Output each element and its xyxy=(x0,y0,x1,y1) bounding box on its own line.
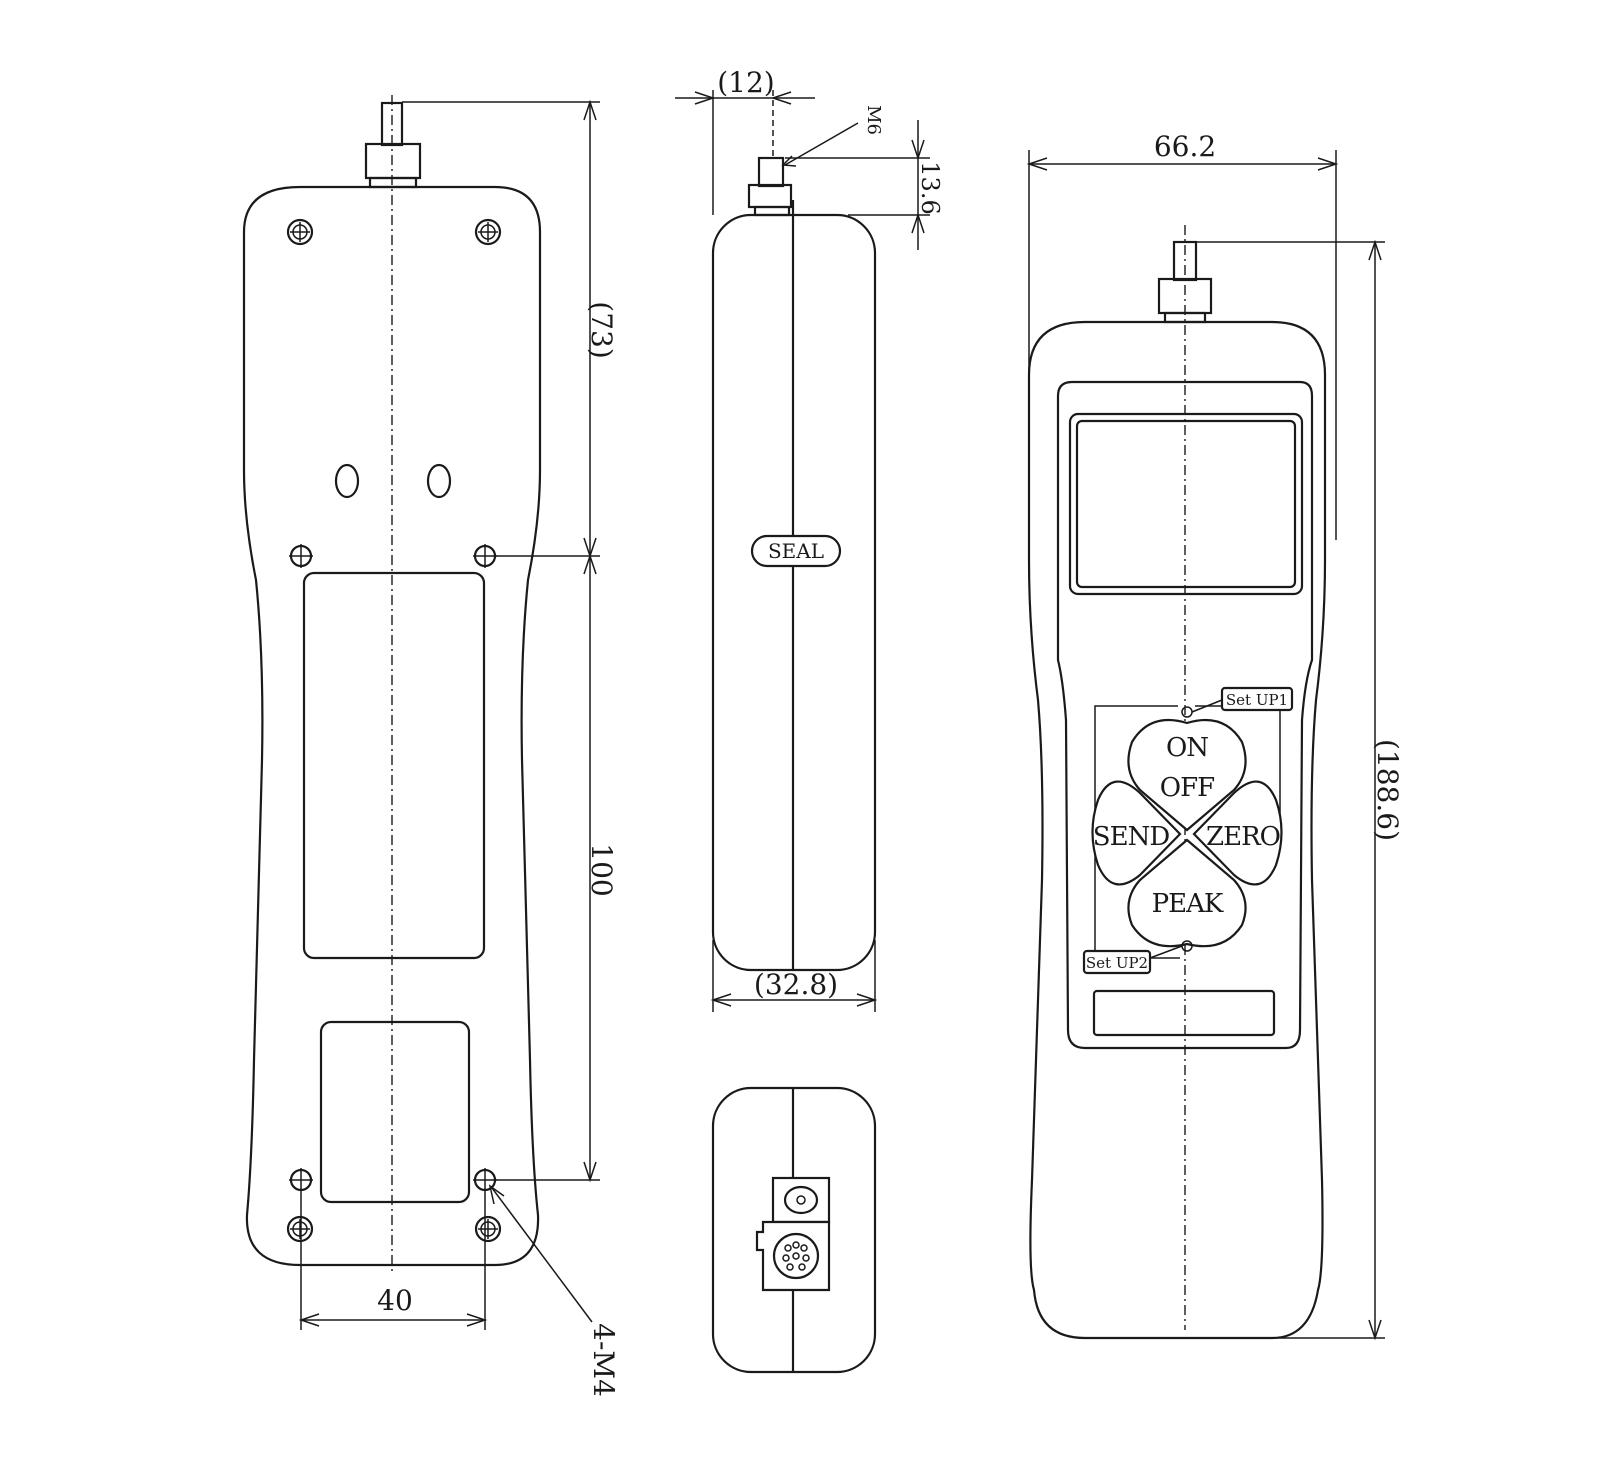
key-peak[interactable] xyxy=(1127,838,1247,948)
side-thread-leader xyxy=(781,122,859,167)
rear-mount-hole-bottom-left xyxy=(289,1168,313,1192)
front-faceplate xyxy=(1056,380,1314,1050)
rear-mount-hole-mid-right xyxy=(473,544,497,568)
front-dim-width: 66.2 xyxy=(1154,130,1216,163)
rear-dim-lower-height: 100 xyxy=(585,843,618,896)
side-stud-nut xyxy=(747,183,793,209)
rear-screw-bottom-left xyxy=(286,1215,314,1243)
side-seal-label: SEAL xyxy=(768,539,824,563)
rear-dim-mounting-holes: 4-M4 xyxy=(587,1323,620,1397)
rear-hole-spacing-dimension xyxy=(298,1192,488,1330)
side-stud-length-dimension xyxy=(785,120,930,250)
key-peak-label: PEAK xyxy=(1152,889,1224,919)
side-dim-stud-offset: (12) xyxy=(717,66,774,99)
rear-stud-nut xyxy=(364,142,422,180)
rear-label-recess xyxy=(302,571,486,960)
rear-screw-bottom-right xyxy=(474,1215,502,1243)
rear-view: (73) 100 40 4-M4 xyxy=(242,95,620,1397)
setup1-label-box xyxy=(1220,686,1294,712)
display-window-outer xyxy=(1068,412,1304,596)
setup1-label: Set UP1 xyxy=(1226,691,1288,709)
key-zero[interactable] xyxy=(1192,780,1283,886)
rear-mount-hole-mid-left xyxy=(289,544,313,568)
front-dim-total-height: (188.6) xyxy=(1371,739,1404,841)
rear-mounting-holes-leader xyxy=(488,1184,593,1323)
rear-screw-top-left xyxy=(286,218,314,246)
rear-screw-top-right xyxy=(474,218,502,246)
rear-oval-hole-right xyxy=(426,463,452,499)
front-height-dimension xyxy=(1196,239,1385,1341)
key-off-label: OFF xyxy=(1160,773,1214,803)
setup2-label-box xyxy=(1082,949,1152,975)
rear-dim-hole-spacing: 40 xyxy=(377,1284,413,1317)
side-stud-base xyxy=(753,205,791,217)
side-stud-offset-dimension xyxy=(675,90,815,215)
data-connector xyxy=(755,1220,831,1292)
key-send[interactable] xyxy=(1091,780,1182,886)
side-thickness-dimension xyxy=(710,940,878,1012)
side-dim-stud-length: 13.6 xyxy=(916,161,944,214)
front-view: ON OFF SEND ZERO PEAK Set UP1 Set UP2 66… xyxy=(1026,130,1404,1341)
setup2-label: Set UP2 xyxy=(1086,954,1148,972)
rear-dim-upper-height: (73) xyxy=(585,301,618,358)
side-stud-thread xyxy=(757,156,785,188)
key-zero-label: ZERO xyxy=(1206,822,1280,852)
rear-stud-base xyxy=(368,176,418,189)
bottom-end-view xyxy=(711,1086,877,1374)
side-dim-thread: M6 xyxy=(863,105,884,135)
rear-body-outline xyxy=(242,185,542,1267)
front-label-strip xyxy=(1092,989,1276,1037)
rear-oval-hole-left xyxy=(334,463,360,499)
rear-vertical-dimensions xyxy=(402,99,600,1183)
rear-battery-cover xyxy=(319,1020,471,1204)
side-seal-label-box xyxy=(750,534,842,568)
key-on-label: ON xyxy=(1166,733,1208,763)
power-jack xyxy=(771,1176,831,1224)
key-on-off[interactable] xyxy=(1127,719,1247,832)
setup1-indicator xyxy=(1181,706,1193,718)
side-view: SEAL (12) M6 13.6 xyxy=(675,66,944,1012)
side-dim-thickness: (32.8) xyxy=(754,968,838,1001)
front-width-dimension xyxy=(1026,150,1339,540)
key-send-label: SEND xyxy=(1093,822,1170,852)
display-window xyxy=(1075,419,1297,589)
front-body-outline xyxy=(1027,320,1327,1340)
